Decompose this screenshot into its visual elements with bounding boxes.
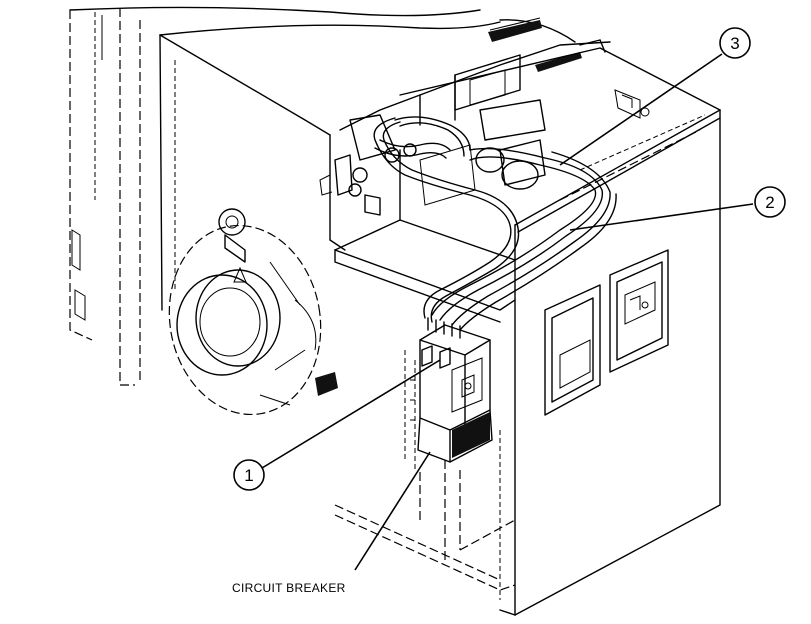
blower-wheel [168,208,338,416]
callout-3: 3 [719,27,751,59]
motor-assembly [319,17,611,251]
circuit-breaker [404,317,493,463]
leader-line-2 [569,203,754,231]
callout-2: 2 [754,186,786,218]
callout-2-number: 2 [765,193,774,212]
base-frame [334,360,516,600]
leader-line-1 [261,359,441,469]
leader-lines [261,53,754,571]
callout-1: 1 [233,459,265,491]
cabinet [334,39,721,616]
front-panels [544,249,669,416]
leader-line-breaker [354,451,431,571]
cable-bundle [373,116,617,331]
leader-line-3 [559,53,723,166]
left-housing [69,6,501,386]
circuit-breaker-label: CIRCUIT BREAKER [232,581,346,595]
callout-3-number: 3 [730,34,739,53]
callout-1-number: 1 [244,466,253,485]
